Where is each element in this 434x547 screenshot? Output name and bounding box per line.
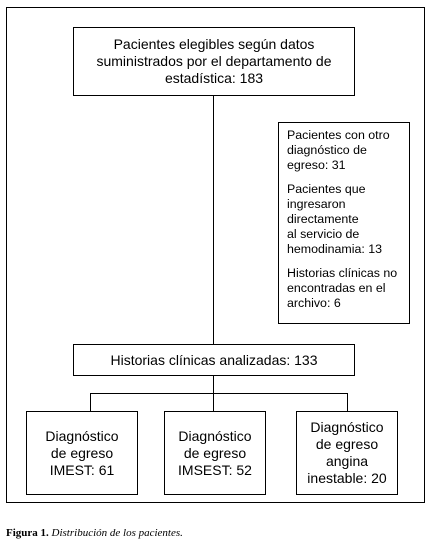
connector-middle-down [213,376,214,394]
diagnosis-unstable-angina-text: Diagnóstico de egreso angina inestable: … [307,419,387,486]
analyzed-records-text: Historias clínicas analizadas: 133 [110,351,318,368]
figure-caption-label: Figura 1. [6,527,49,539]
exclusion-other-diagnosis: Pacientes con otro diagnóstico de egreso… [287,128,390,172]
connector-branch-right [347,393,348,411]
connector-branch-center [213,393,214,411]
diagram-frame [6,7,425,503]
exclusion-hemodynamics: Pacientes que ingresaron directamente al… [287,182,383,256]
connector-horizontal-branch [90,393,348,394]
exclusions-box: Pacientes con otro diagnóstico de egreso… [278,122,410,324]
diagnosis-imsest-text: Diagnóstico de egreso IMSEST: 52 [178,427,252,478]
connector-branch-left [90,393,91,411]
eligible-patients-box: Pacientes elegibles según datos suminist… [73,27,355,96]
analyzed-records-box: Historias clínicas analizadas: 133 [73,344,355,376]
diagnosis-imsest-box: Diagnóstico de egreso IMSEST: 52 [164,411,266,495]
diagnosis-unstable-angina-box: Diagnóstico de egreso angina inestable: … [296,411,398,495]
connector-top-to-middle [213,96,214,344]
figure-caption: Figura 1. Distribución de los pacientes. [6,527,183,540]
figure-caption-text: Distribución de los pacientes. [51,527,183,539]
diagnosis-imest-box: Diagnóstico de egreso IMEST: 61 [26,411,138,495]
eligible-patients-text: Pacientes elegibles según datos suminist… [96,36,332,86]
exclusion-records-not-found: Historias clínicas no encontradas en el … [287,266,398,310]
diagnosis-imest-text: Diagnóstico de egreso IMEST: 61 [45,427,119,478]
